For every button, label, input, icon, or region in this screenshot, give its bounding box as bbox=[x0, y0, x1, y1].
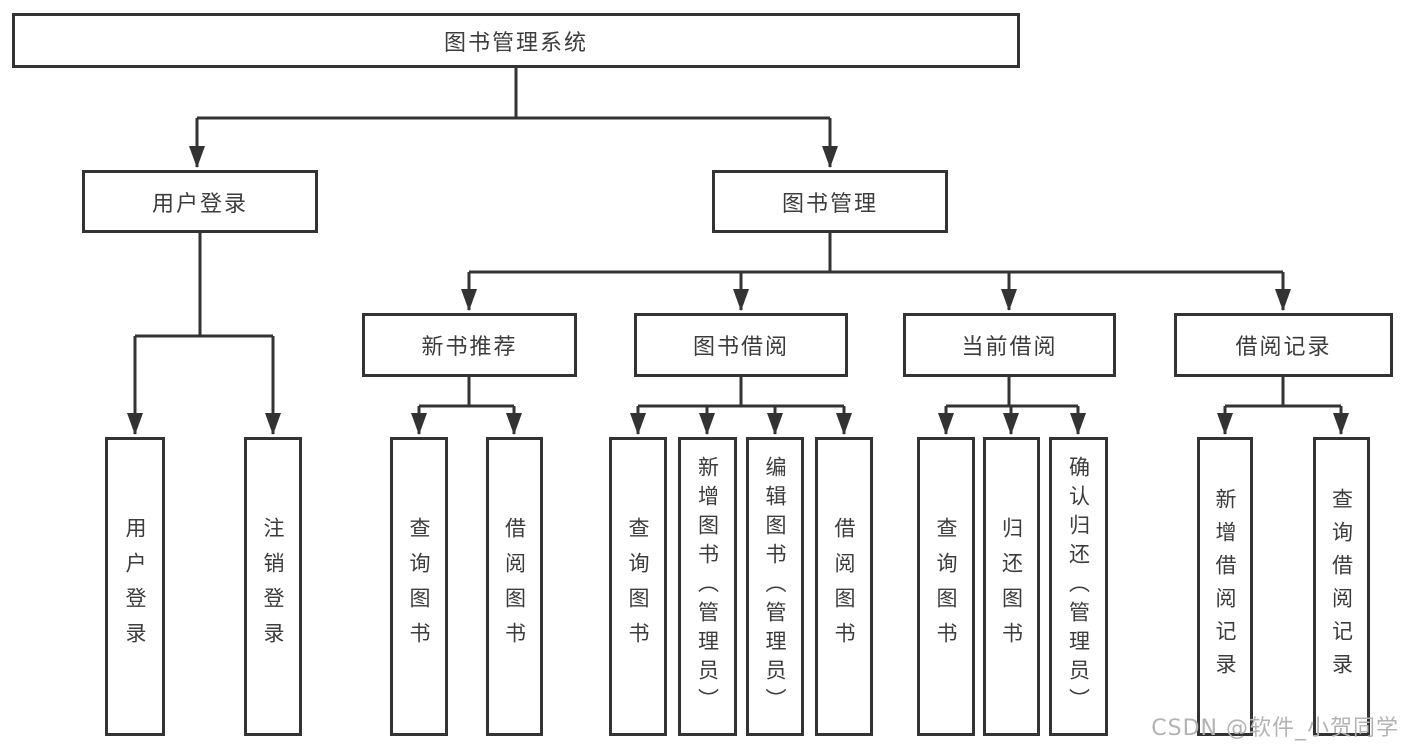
node-label: 借阅图书 bbox=[502, 516, 527, 657]
node-label: 借阅图书 bbox=[832, 516, 856, 657]
leaf-query-books-current: 查询图书 bbox=[917, 437, 975, 736]
leaf-query-books-recommend: 查询图书 bbox=[390, 437, 448, 736]
node-label: 注销登录 bbox=[261, 516, 285, 657]
node-label: 图书管理 bbox=[781, 191, 878, 217]
leaf-user-login: 用户登录 bbox=[105, 437, 165, 736]
node-book-borrow: 图书借阅 bbox=[634, 313, 848, 377]
node-label: 新增借阅记录 bbox=[1213, 487, 1237, 686]
node-label: 归还图书 bbox=[999, 516, 1024, 657]
leaf-edit-books-admin: 编辑图书（管理员） bbox=[746, 437, 804, 736]
node-label: 查询图书 bbox=[934, 516, 958, 657]
leaf-borrow-books: 借阅图书 bbox=[815, 437, 873, 736]
node-current-borrow: 当前借阅 bbox=[903, 313, 1116, 377]
leaf-borrow-books-recommend: 借阅图书 bbox=[486, 437, 543, 736]
node-label: 查询图书 bbox=[407, 516, 431, 657]
node-label: 用户登录 bbox=[151, 191, 248, 217]
node-label: 新书推荐 bbox=[421, 335, 518, 360]
node-label: 查询借阅记录 bbox=[1329, 487, 1354, 686]
node-label: 图书借阅 bbox=[692, 335, 789, 360]
node-library-management-system: 图书管理系统 bbox=[12, 13, 1020, 68]
node-label: 新增图书（管理员） bbox=[695, 456, 720, 717]
node-label: 当前借阅 bbox=[961, 335, 1058, 360]
leaf-query-books-borrow: 查询图书 bbox=[609, 437, 667, 736]
leaf-return-books: 归还图书 bbox=[983, 437, 1040, 736]
leaf-add-books-admin: 新增图书（管理员） bbox=[678, 437, 737, 736]
leaf-logout: 注销登录 bbox=[244, 437, 302, 736]
leaf-confirm-return-admin: 确认归还（管理员） bbox=[1049, 437, 1108, 736]
leaf-add-borrow-record: 新增借阅记录 bbox=[1197, 437, 1253, 736]
node-new-book-recommend: 新书推荐 bbox=[362, 313, 577, 377]
node-label: 确认归还（管理员） bbox=[1066, 456, 1091, 717]
node-borrow-records: 借阅记录 bbox=[1174, 313, 1393, 377]
node-label: 借阅记录 bbox=[1235, 335, 1332, 360]
node-label: 图书管理系统 bbox=[443, 30, 588, 56]
node-book-management: 图书管理 bbox=[712, 170, 948, 233]
csdn-watermark: CSDN @软件_小贺同学 bbox=[1151, 716, 1399, 741]
node-user-login: 用户登录 bbox=[82, 170, 318, 233]
node-label: 查询图书 bbox=[626, 516, 650, 657]
node-label: 用户登录 bbox=[123, 516, 147, 657]
leaf-query-borrow-record: 查询借阅记录 bbox=[1313, 437, 1370, 736]
node-label: 编辑图书（管理员） bbox=[763, 456, 787, 717]
